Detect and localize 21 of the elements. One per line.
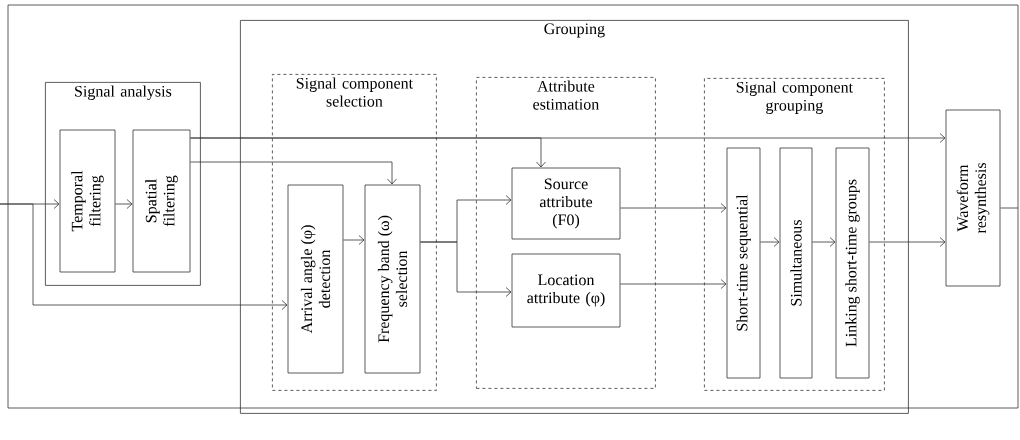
arrow xyxy=(0,203,288,310)
arrow xyxy=(869,237,946,247)
arrow xyxy=(190,137,546,168)
process-box: Linking short-time groups xyxy=(835,147,870,379)
process-box: Temporal filtering xyxy=(59,129,116,273)
process-box: Source attribute (F0) xyxy=(511,167,621,240)
process-box: Location attribute (φ) xyxy=(511,253,621,328)
process-box: Simultaneous xyxy=(779,147,813,379)
arrow xyxy=(343,235,365,245)
process-box: Arrival angle (φ) detection xyxy=(287,184,344,374)
process-box: Waveform resynthesis xyxy=(945,109,1001,287)
arrow xyxy=(190,161,397,185)
arrow xyxy=(620,203,727,213)
arrow xyxy=(760,237,780,247)
process-box: Short-time sequential xyxy=(726,147,761,379)
process-box: Spatial filtering xyxy=(132,129,191,273)
arrow xyxy=(812,237,836,247)
arrow xyxy=(115,199,133,209)
arrow xyxy=(420,241,512,297)
process-box: Frequency band (ω) selection xyxy=(364,184,421,374)
arrow xyxy=(620,279,727,289)
